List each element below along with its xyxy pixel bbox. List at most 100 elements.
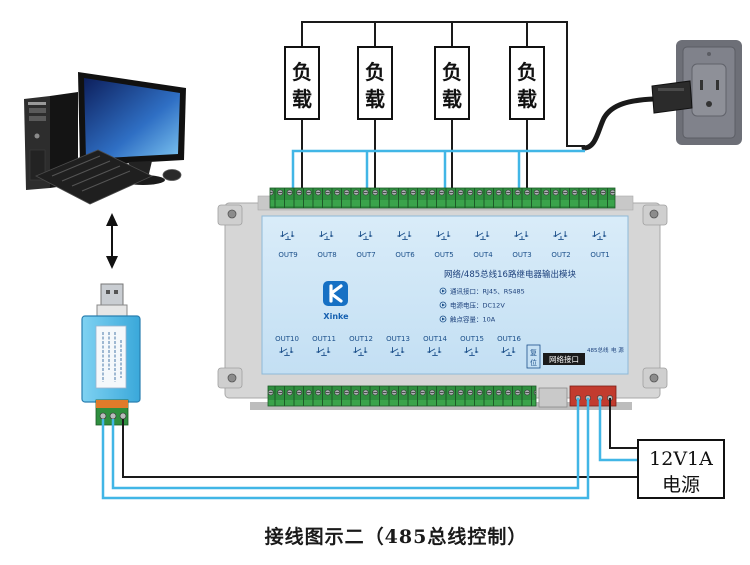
load-label-top: 负: [365, 60, 385, 84]
output-label: OUT15: [460, 335, 484, 343]
socket-face: [691, 63, 727, 117]
mounting-screw-icon: [227, 209, 237, 219]
diagram-caption: 接线图示二（485总线控制）: [265, 525, 528, 548]
spec-item: 通讯接口：RJ45、RS485: [450, 287, 525, 296]
arrow-head-down: [106, 256, 118, 269]
load-common-wire: [301, 21, 585, 147]
bottom-output-row: OUT10 OUT11 OUT12 OUT13 OUT14 OUT15 OUT1…: [275, 335, 521, 356]
load-box-frame: [357, 46, 393, 120]
relay-module: OUT9 OUT8 OUT7 OUT6 OUT5 OUT4 OUT3 OUT2 …: [217, 187, 668, 410]
usb-rs485-converter-icon: [81, 283, 141, 426]
power-button-icon: [34, 133, 40, 139]
power-supply-label: 电源: [662, 474, 700, 496]
socket-ground-hole: [706, 101, 712, 107]
usb-plug-hole: [114, 290, 118, 294]
wall-socket-icon: [676, 40, 742, 145]
power-terminal-label: 电 源: [611, 346, 624, 354]
mounting-screw-icon: [649, 373, 659, 383]
output-label: OUT13: [386, 335, 410, 343]
spec-item: 电源电压：DC12V: [450, 301, 505, 310]
load-wiring-black: [301, 21, 585, 198]
plug-cable: [581, 96, 657, 151]
load-label-bottom: 载: [365, 87, 385, 111]
power-supply-rating: 12V1A: [649, 448, 713, 470]
terminal-screw: [99, 412, 107, 420]
output-label: OUT5: [434, 251, 453, 259]
network-port-badge: [543, 353, 585, 365]
reset-label-top: 复: [530, 348, 537, 357]
power-wire: [598, 398, 638, 462]
reset-button: 复 位: [526, 344, 541, 369]
converter-label-fine-print: [102, 332, 122, 382]
plug-highlight: [658, 88, 684, 91]
brand-name: Xinke: [323, 312, 349, 321]
drive-bay: [29, 108, 46, 113]
load-box: 负 载: [284, 46, 320, 120]
socket-slot: [716, 80, 719, 90]
terminal-screw: [119, 412, 127, 420]
load-box: 负 载: [357, 46, 393, 120]
terminal-screw: [109, 412, 117, 420]
spec-bullet-icon: [439, 301, 447, 309]
output-label: OUT16: [497, 335, 521, 343]
converter-terminal-top: [96, 400, 128, 408]
top-terminal-strip: [269, 187, 616, 209]
load-label-bottom: 载: [292, 87, 312, 111]
bus-terminal-label: 485总线: [587, 346, 609, 354]
output-label: OUT12: [349, 335, 373, 343]
power-supply-box: 12V1A 电源: [637, 439, 725, 499]
load-box: 负 载: [434, 46, 470, 120]
drive-bay: [29, 116, 46, 121]
tower-trim: [28, 102, 46, 105]
plug-body: [651, 80, 693, 114]
bus-power-terminal: [569, 385, 617, 407]
load-label-top: 负: [517, 60, 537, 84]
reset-label-bottom: 位: [530, 358, 537, 367]
output-label: OUT3: [512, 251, 531, 259]
load-box-frame: [434, 46, 470, 120]
logo-k-mark: [329, 284, 343, 303]
socket-slot: [700, 80, 703, 90]
converter-label: [95, 325, 127, 389]
output-label: OUT2: [551, 251, 570, 259]
xinke-logo-icon: Xinke: [323, 281, 349, 321]
module-title: 网络/485总线16路继电器输出模块: [444, 269, 576, 280]
reset-button-frame: [526, 344, 541, 369]
rj45-port: [538, 387, 568, 408]
keyboard-keys: [51, 155, 131, 192]
spec-bullet-arrow: [442, 303, 445, 307]
spec-bullet-icon: [439, 287, 447, 295]
power-wire: [609, 398, 638, 449]
converter-ground-wire: [122, 419, 638, 478]
socket-screw: [707, 52, 711, 56]
output-label: OUT8: [317, 251, 336, 259]
mouse-icon: [162, 169, 182, 181]
mounting-screw-icon: [649, 209, 659, 219]
power-supply-frame: [637, 439, 725, 499]
output-label: OUT6: [395, 251, 415, 259]
output-label: OUT9: [278, 251, 297, 259]
output-label: OUT4: [473, 251, 493, 259]
output-label: OUT14: [423, 335, 447, 343]
load-label-top: 负: [442, 60, 462, 84]
tower-grill: [29, 149, 46, 181]
mounting-screw-icon: [227, 373, 237, 383]
load-label-bottom: 载: [442, 87, 462, 111]
load-label-top: 负: [292, 60, 312, 84]
network-port-label: 网络接口: [543, 353, 585, 365]
monitor-screen: [84, 78, 180, 159]
arrow-head-up: [106, 213, 118, 226]
load-label-bottom: 载: [517, 87, 537, 111]
usb-plug-metal: [100, 283, 124, 307]
bottom-terminal-strip: [267, 385, 537, 407]
load-box-frame: [284, 46, 320, 120]
top-output-row: OUT9 OUT8 OUT7 OUT6 OUT5 OUT4 OUT3 OUT2 …: [278, 230, 610, 259]
output-label: OUT10: [275, 335, 299, 343]
logo-badge: [323, 281, 348, 306]
relay-common-wire: [291, 149, 585, 198]
double-arrow-icon: [106, 213, 118, 269]
load-box: 负 载: [509, 46, 545, 120]
output-label: OUT11: [312, 335, 336, 343]
